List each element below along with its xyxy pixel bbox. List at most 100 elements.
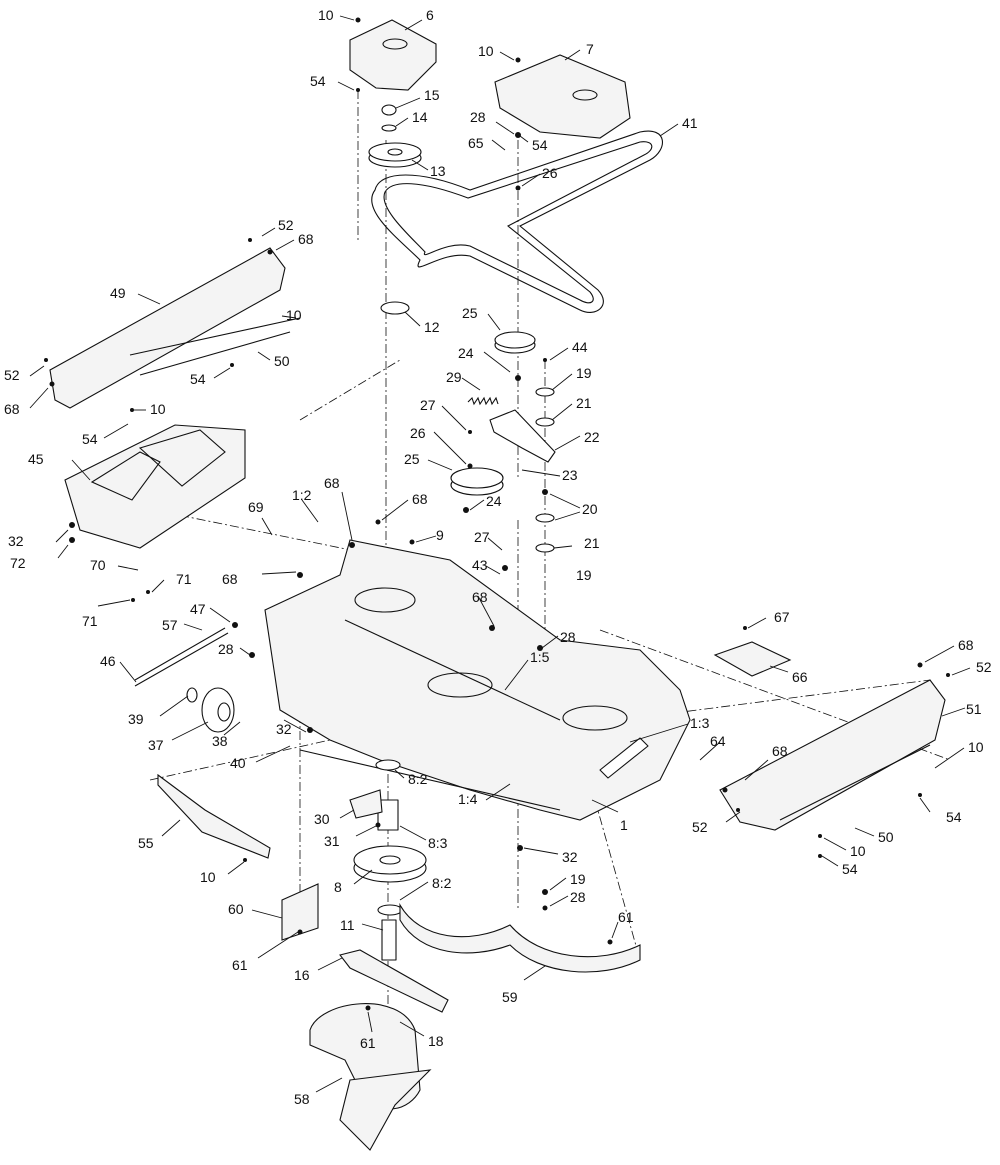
callout-50-a: 50 bbox=[274, 353, 290, 369]
spring-29 bbox=[467, 396, 499, 406]
callout-10-e: 10 bbox=[968, 739, 984, 755]
callout-19-a: 19 bbox=[576, 365, 592, 381]
washer-stack bbox=[535, 387, 555, 553]
callout-68-b: 68 bbox=[4, 401, 20, 417]
callout-70: 70 bbox=[90, 557, 106, 573]
callout-22: 22 bbox=[584, 429, 600, 445]
callout-39: 39 bbox=[128, 711, 144, 727]
callout-23: 23 bbox=[562, 467, 578, 483]
callout-71-b: 71 bbox=[82, 613, 98, 629]
callout-68-c: 68 bbox=[324, 475, 340, 491]
belt-cover-right bbox=[494, 54, 631, 139]
callout-69: 69 bbox=[248, 499, 264, 515]
callout-26-b: 26 bbox=[410, 425, 426, 441]
callout-1-5: 1:5 bbox=[530, 649, 550, 665]
washer-12 bbox=[380, 301, 410, 315]
callout-61-b: 61 bbox=[618, 909, 634, 925]
callout-64: 64 bbox=[710, 733, 726, 749]
footrest-66 bbox=[713, 641, 792, 677]
idler-pulley-upper bbox=[494, 331, 536, 354]
callout-21-a: 21 bbox=[576, 395, 592, 411]
callout-8-2-a: 8:2 bbox=[408, 771, 428, 787]
callout-59: 59 bbox=[502, 989, 518, 1005]
callout-1: 1 bbox=[620, 817, 628, 833]
side-shield-right-51 bbox=[719, 679, 946, 831]
callout-1-4: 1:4 bbox=[458, 791, 478, 807]
leader-lines bbox=[29, 15, 971, 1093]
callout-57: 57 bbox=[162, 617, 178, 633]
callout-50-b: 50 bbox=[878, 829, 894, 845]
callout-32-a: 32 bbox=[8, 533, 24, 549]
callout-12: 12 bbox=[424, 319, 440, 335]
drive-belt bbox=[371, 130, 663, 313]
callout-51: 51 bbox=[966, 701, 982, 717]
callout-41: 41 bbox=[682, 115, 698, 131]
rear-baffle-59 bbox=[399, 902, 641, 973]
decal-64 bbox=[599, 737, 649, 779]
spindle-assembly bbox=[353, 759, 427, 961]
callout-11: 11 bbox=[340, 917, 355, 933]
callout-8-2-b: 8:2 bbox=[432, 875, 452, 891]
callout-54-e: 54 bbox=[946, 809, 962, 825]
callout-6: 6 bbox=[426, 7, 434, 23]
callout-68-a: 68 bbox=[298, 231, 314, 247]
belt-cover-left bbox=[349, 19, 437, 91]
mower-deck bbox=[264, 539, 691, 821]
callout-19-c: 19 bbox=[570, 871, 586, 887]
callout-21-b: 21 bbox=[584, 535, 600, 551]
callout-68-f: 68 bbox=[472, 589, 488, 605]
callout-60: 60 bbox=[228, 901, 244, 917]
callout-66: 66 bbox=[792, 669, 808, 685]
hardware-dots bbox=[44, 17, 950, 1011]
callout-32-b: 32 bbox=[276, 721, 292, 737]
idler-arm-22 bbox=[489, 409, 556, 463]
callout-47: 47 bbox=[190, 601, 206, 617]
callout-27-b: 27 bbox=[474, 529, 490, 545]
callout-10-g: 10 bbox=[200, 869, 216, 885]
callout-71-a: 71 bbox=[176, 571, 192, 587]
callout-72: 72 bbox=[10, 555, 26, 571]
callout-68-h: 68 bbox=[772, 743, 788, 759]
callout-1-2: 1:2 bbox=[292, 487, 312, 503]
callout-24-a: 24 bbox=[458, 345, 474, 361]
callout-52-b: 52 bbox=[4, 367, 20, 383]
callout-54-d: 54 bbox=[82, 431, 98, 447]
anti-scalp-wheel bbox=[186, 687, 235, 733]
callout-14: 14 bbox=[412, 109, 428, 125]
side-shield-left-49 bbox=[49, 247, 301, 409]
deck-shield-45 bbox=[64, 424, 246, 549]
callout-27-a: 27 bbox=[420, 397, 436, 413]
callout-29: 29 bbox=[446, 369, 462, 385]
callout-9: 9 bbox=[436, 527, 444, 543]
idler-pulley-lower bbox=[450, 467, 504, 496]
callout-8-3: 8:3 bbox=[428, 835, 448, 851]
callout-52-a: 52 bbox=[278, 217, 294, 233]
callout-10-b: 10 bbox=[478, 43, 494, 59]
callout-24-b: 24 bbox=[486, 493, 502, 509]
callout-30: 30 bbox=[314, 811, 330, 827]
blade bbox=[339, 949, 449, 1013]
callout-28-c: 28 bbox=[560, 629, 576, 645]
drive-pulley-13 bbox=[368, 104, 422, 168]
callout-46: 46 bbox=[100, 653, 116, 669]
callout-10-c: 10 bbox=[286, 307, 302, 323]
callout-labels: 10 6 54 15 14 13 10 7 28 54 65 41 26 52 … bbox=[4, 7, 992, 1107]
callout-28-a: 28 bbox=[470, 109, 486, 125]
callout-16: 16 bbox=[294, 967, 310, 983]
callout-68-g: 68 bbox=[958, 637, 974, 653]
callout-58: 58 bbox=[294, 1091, 310, 1107]
callout-55: 55 bbox=[138, 835, 154, 851]
callout-54-a: 54 bbox=[310, 73, 326, 89]
assembly-centerlines bbox=[79, 90, 951, 1050]
callout-28-b: 28 bbox=[218, 641, 234, 657]
callout-52-c: 52 bbox=[976, 659, 992, 675]
callout-10-a: 10 bbox=[318, 7, 334, 23]
front-baffle-58 bbox=[309, 1003, 432, 1151]
callout-10-f: 10 bbox=[850, 843, 866, 859]
callout-19-b: 19 bbox=[576, 567, 592, 583]
callout-65: 65 bbox=[468, 135, 484, 151]
callout-52-d: 52 bbox=[692, 819, 708, 835]
callout-8: 8 bbox=[334, 879, 342, 895]
callout-15: 15 bbox=[424, 87, 440, 103]
